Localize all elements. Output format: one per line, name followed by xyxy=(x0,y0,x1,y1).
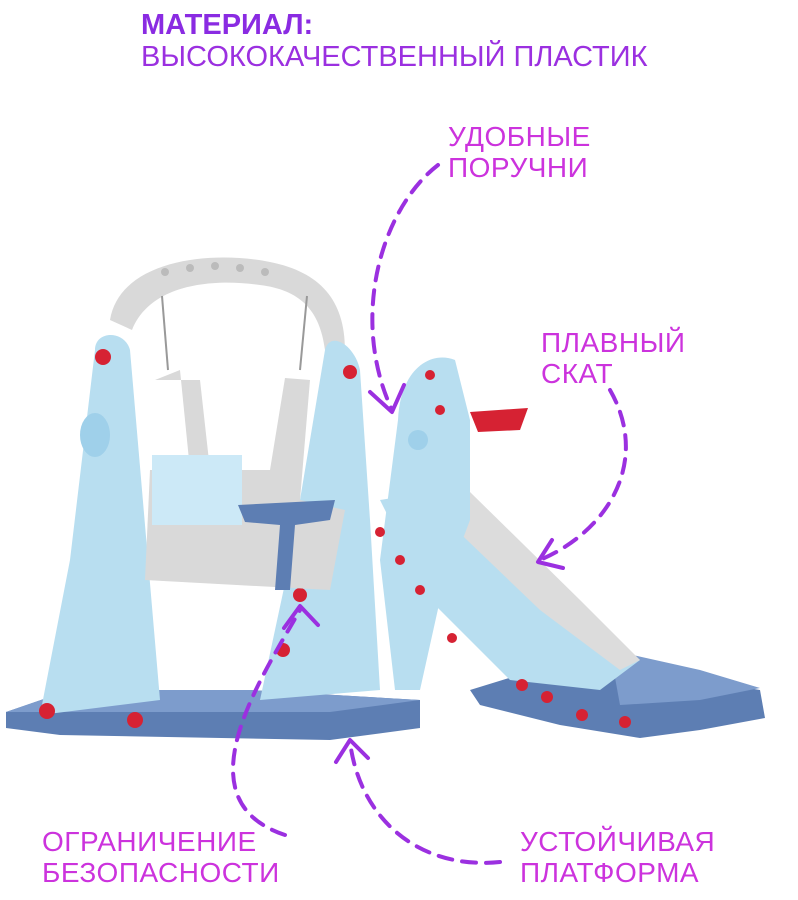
left-leg xyxy=(39,335,160,728)
dashed-arrow-icon xyxy=(231,608,302,837)
material-heading: МАТЕРИАЛ: ВЫСОКОКАЧЕСТВЕННЫЙ ПЛАСТИК xyxy=(141,9,648,73)
safety-callout: ОГРАНИЧЕНИЕ БЕЗОПАСНОСТИ xyxy=(42,826,280,888)
slope-line-2: СКАТ xyxy=(541,358,614,389)
handrails-callout: УДОБНЫЕ ПОРУЧНИ xyxy=(448,121,591,183)
arrowhead-icon xyxy=(368,383,406,414)
platform-line-2: ПЛАТФОРМА xyxy=(520,857,700,888)
dashed-arrow-icon xyxy=(348,740,502,865)
handrails-line-2: ПОРУЧНИ xyxy=(448,152,589,183)
slide-bolts xyxy=(375,527,631,728)
dashed-arrow-icon xyxy=(370,163,440,412)
arrowhead-icon xyxy=(334,738,370,764)
swing-seat xyxy=(145,370,345,590)
slide-tower xyxy=(380,357,470,690)
swing-chains xyxy=(161,295,308,371)
platform-line-1: УСТОЙЧИВАЯ xyxy=(520,826,716,857)
arrowhead-icon xyxy=(536,538,565,570)
swing-arch xyxy=(110,257,345,350)
handrails-line-1: УДОБНЫЕ xyxy=(448,121,591,152)
arrowhead-icon xyxy=(282,604,320,630)
slope-callout: ПЛАВНЫЙ СКАТ xyxy=(541,327,685,389)
safety-line-2: БЕЗОПАСНОСТИ xyxy=(42,857,280,888)
safety-line-1: ОГРАНИЧЕНИЕ xyxy=(42,826,257,857)
platform-callout: УСТОЙЧИВАЯ ПЛАТФОРМА xyxy=(520,826,715,888)
material-title: МАТЕРИАЛ: xyxy=(141,9,314,41)
slope-line-1: ПЛАВНЫЙ xyxy=(541,327,686,358)
material-subtitle: ВЫСОКОКАЧЕСТВЕННЫЙ ПЛАСТИК xyxy=(141,41,648,73)
hoop xyxy=(470,408,528,432)
dashed-arrow-icon xyxy=(538,388,628,562)
